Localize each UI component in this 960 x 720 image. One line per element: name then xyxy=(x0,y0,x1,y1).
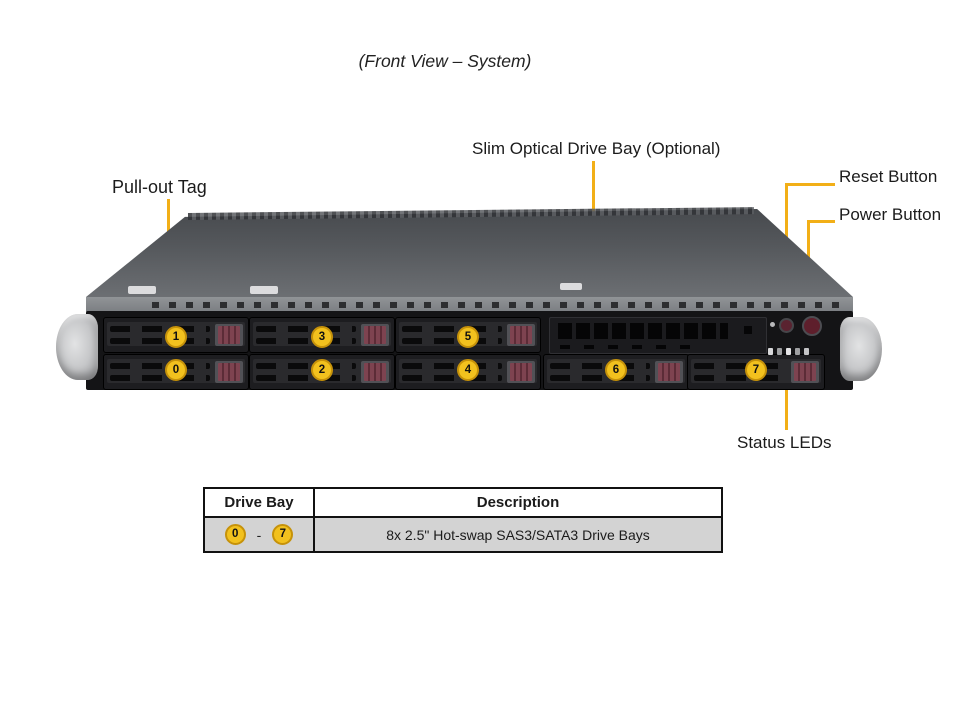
tray-release-latch xyxy=(791,361,819,383)
label-slim-optical-drive-bay: Slim Optical Drive Bay (Optional) xyxy=(472,139,721,158)
tray-vent-slots xyxy=(402,375,502,381)
drive-tray-1: 1 xyxy=(103,317,249,353)
drive-bay-number-badge: 4 xyxy=(457,359,479,381)
drive-bay-spec-table: Drive Bay Description 0 - 7 8x 2.5" Hot-… xyxy=(203,487,723,553)
optical-bay-eject-hole xyxy=(744,326,752,334)
led-icon xyxy=(777,348,782,355)
led-icon xyxy=(786,348,791,355)
uid-led xyxy=(770,322,775,327)
tray-release-latch xyxy=(507,324,535,346)
drive-bay-number-badge: 1 xyxy=(165,326,187,348)
tray-vent-slots xyxy=(694,375,786,381)
tray-vent-slots xyxy=(402,326,502,332)
tray-vent-slots xyxy=(110,338,210,344)
tray-release-latch xyxy=(215,324,243,346)
tray-release-latch xyxy=(361,324,389,346)
drive-bay-number-badge: 2 xyxy=(311,359,333,381)
rack-handle-left xyxy=(56,314,98,380)
header-drive-bay: Drive Bay xyxy=(203,487,315,518)
chassis-sticker xyxy=(250,286,278,294)
figure-title: (Front View – System) xyxy=(358,51,532,71)
tray-vent-slots xyxy=(550,363,650,369)
rack-handle-right xyxy=(840,317,882,381)
tray-release-latch xyxy=(215,361,243,383)
tray-release-latch xyxy=(655,361,683,383)
tray-vent-slots xyxy=(550,375,650,381)
drive-tray-6: 6 xyxy=(543,354,689,390)
front-lip-vents xyxy=(152,302,840,308)
drive-bay-number-badge: 7 xyxy=(745,359,767,381)
cell-description: 8x 2.5" Hot-swap SAS3/SATA3 Drive Bays xyxy=(313,516,723,553)
tray-release-latch xyxy=(507,361,535,383)
label-status-leds: Status LEDs xyxy=(737,433,832,452)
callout-line-power-horizontal xyxy=(807,220,835,223)
range-separator: - xyxy=(256,526,262,543)
callout-line-reset-horizontal xyxy=(785,183,835,186)
led-icon xyxy=(804,348,809,355)
tray-vent-slots xyxy=(110,375,210,381)
tray-vent-slots xyxy=(402,338,502,344)
tray-vent-slots xyxy=(256,375,356,381)
slim-optical-drive-bay xyxy=(549,317,767,354)
tray-vent-slots xyxy=(110,363,210,369)
drive-bay-number-badge: 6 xyxy=(605,359,627,381)
drive-tray-5: 5 xyxy=(395,317,541,353)
chassis-sticker xyxy=(560,283,582,290)
bay-end-badge: 7 xyxy=(272,524,294,545)
drive-bay-number-badge: 3 xyxy=(311,326,333,348)
tray-vent-slots xyxy=(256,338,356,344)
optical-bay-vents xyxy=(558,323,728,339)
drive-tray-3: 3 xyxy=(249,317,395,353)
chassis-top-cover xyxy=(86,209,853,297)
tray-vent-slots xyxy=(402,363,502,369)
tray-vent-slots xyxy=(694,363,786,369)
label-power-button: Power Button xyxy=(839,205,942,224)
drive-bay-number-badge: 0 xyxy=(165,359,187,381)
status-leds xyxy=(768,348,809,355)
chassis-sticker xyxy=(128,286,156,294)
tray-release-latch xyxy=(361,361,389,383)
drive-tray-7: 7 xyxy=(687,354,825,390)
drive-tray-0: 0 xyxy=(103,354,249,390)
drive-tray-4: 4 xyxy=(395,354,541,390)
reset-button xyxy=(779,318,794,333)
drive-bay-number-badge: 5 xyxy=(457,326,479,348)
drive-tray-2: 2 xyxy=(249,354,395,390)
bay-start-badge: 0 xyxy=(224,524,246,545)
label-reset-button: Reset Button xyxy=(839,167,938,186)
led-icon xyxy=(768,348,773,355)
header-description: Description xyxy=(313,487,723,518)
tray-vent-slots xyxy=(110,326,210,332)
cell-bay-range: 0 - 7 xyxy=(203,516,315,553)
table-header-row: Drive Bay Description xyxy=(203,487,723,518)
led-icon xyxy=(795,348,800,355)
power-button xyxy=(802,316,822,336)
callout-line-status-leds xyxy=(785,360,788,430)
label-pull-out-tag: Pull-out Tag xyxy=(112,177,207,197)
tray-vent-slots xyxy=(256,363,356,369)
optical-bay-vents xyxy=(560,345,690,349)
table-row: 0 - 7 8x 2.5" Hot-swap SAS3/SATA3 Drive … xyxy=(203,516,723,553)
tray-vent-slots xyxy=(256,326,356,332)
